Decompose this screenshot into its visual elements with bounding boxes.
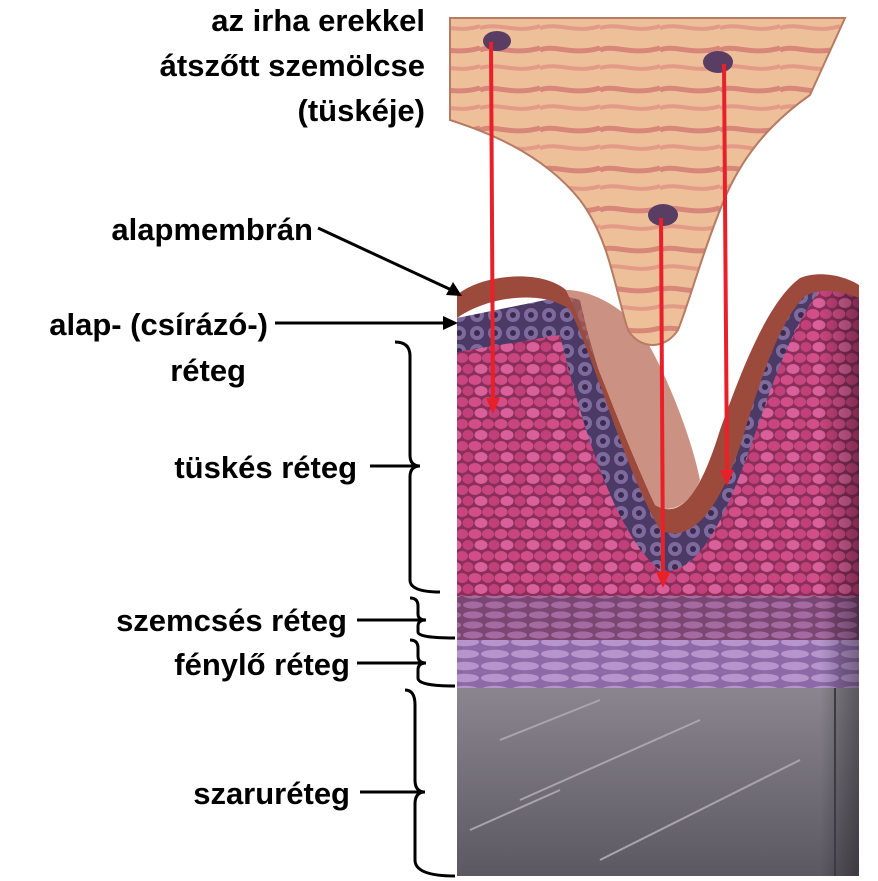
labels: az irha erekkel átszőtt szemölcse (tüské… [49, 3, 425, 811]
stratum-granulosum [457, 596, 859, 640]
lucidum-layer-label: fénylő réteg [174, 647, 350, 682]
granular-layer-label: szemcsés réteg [116, 603, 347, 638]
basal-layer-label-line1: alap- (csírázó-) [49, 307, 268, 342]
papilla-label-line2: átszőtt szemölcse [160, 48, 425, 83]
basal-layer-label-line2: réteg [170, 353, 246, 388]
basement-leader [318, 228, 458, 293]
corneum-bracket [405, 690, 455, 876]
blood-cell-1 [483, 31, 511, 51]
papilla-label-line3: (tüskéje) [298, 93, 425, 128]
stratum-corneum [457, 688, 859, 876]
spinous-layer-label: tüskés réteg [174, 450, 357, 485]
stratum-lucidum [457, 640, 859, 688]
papilla-label-line1: az irha erekkel [211, 3, 425, 38]
corneum-layer-label: szaruréteg [193, 776, 350, 811]
blood-cell-2 [703, 51, 733, 73]
basement-membrane-label: alapmembrán [111, 212, 313, 247]
granular-bracket [410, 598, 455, 638]
